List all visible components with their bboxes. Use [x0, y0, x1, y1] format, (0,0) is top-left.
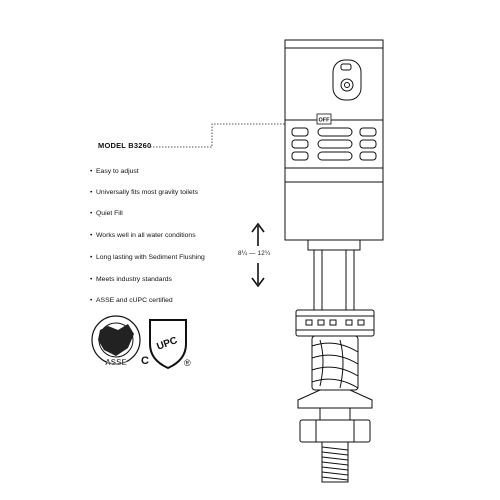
ribbed-collar — [291, 127, 377, 161]
c-mark: C — [141, 355, 149, 367]
valve-shaft — [307, 239, 361, 311]
feature-item-3: •Quiet Fill — [90, 210, 123, 217]
leader-line — [150, 123, 318, 148]
feature-item-2: •Universally fits most gravity toilets — [90, 189, 198, 196]
adjuster-knob-icon — [332, 59, 362, 101]
feature-item-5: •Long lasting with Sediment Flushing — [90, 254, 205, 261]
feature-item-7: •ASSE and cUPC certified — [90, 297, 173, 304]
lock-nut — [299, 419, 371, 443]
off-switch-label: OFF — [319, 118, 331, 124]
off-switch — [316, 113, 332, 125]
upc-logo — [149, 319, 187, 370]
feature-item-6: •Meets industry standards — [90, 276, 172, 283]
asse-logo — [91, 315, 141, 365]
model-title: MODEL B3260 — [98, 141, 152, 150]
asse-logo-text: ASSE — [105, 358, 127, 367]
shank-flange — [297, 389, 373, 421]
down-arrow-icon — [251, 263, 265, 288]
lock-ring — [295, 309, 375, 337]
threaded-shank — [321, 441, 349, 483]
inlet-filter — [311, 335, 359, 391]
feature-item-4: •Works well in all water conditions — [90, 232, 196, 239]
registered-mark: ® — [184, 358, 191, 368]
up-arrow-icon — [251, 222, 265, 246]
feature-item-1: •Easy to adjust — [90, 168, 139, 175]
height-range-label: 8¼ — 12¼ — [238, 250, 271, 257]
